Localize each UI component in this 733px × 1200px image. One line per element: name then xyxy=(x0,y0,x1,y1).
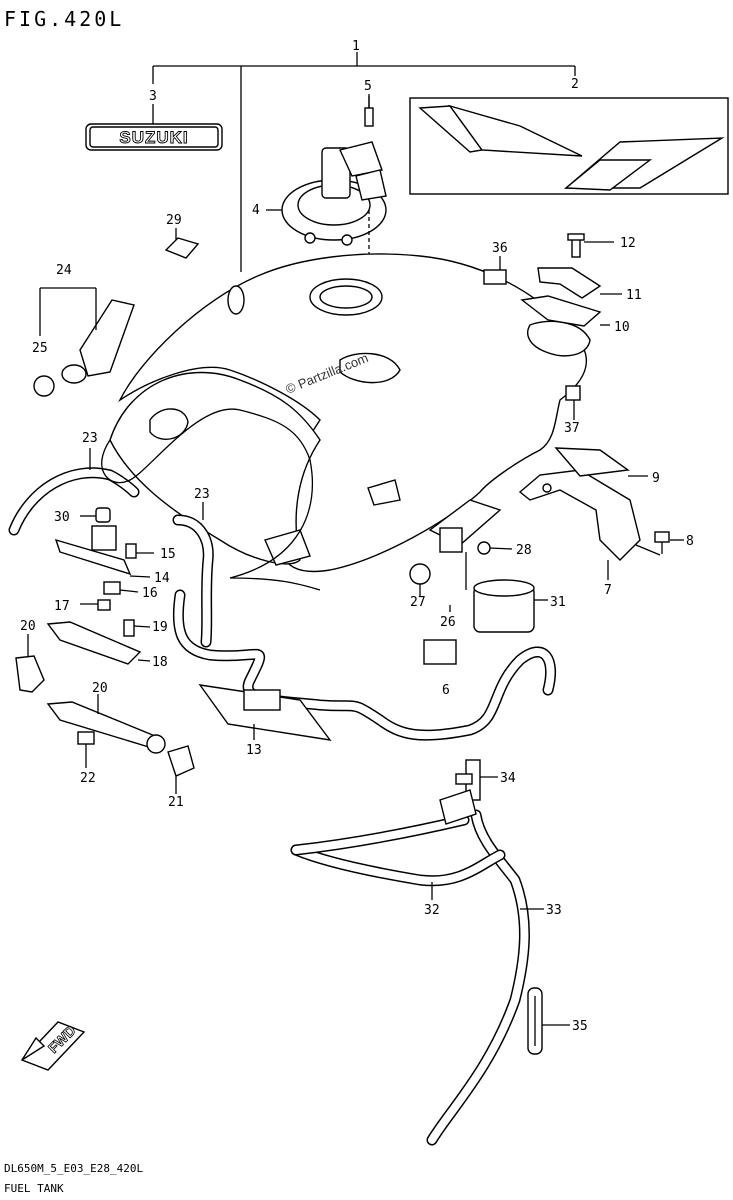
callout-33: 33 xyxy=(546,903,562,918)
callout-34: 34 xyxy=(500,771,516,786)
callout-5: 5 xyxy=(364,79,372,94)
callout-25: 25 xyxy=(32,341,48,356)
callout-2: 2 xyxy=(571,77,579,92)
callout-15: 15 xyxy=(160,547,176,562)
bracket-10-11-12 xyxy=(520,233,602,327)
hose-joint-34 xyxy=(439,759,481,825)
callout-3: 3 xyxy=(149,89,157,104)
leader-lines xyxy=(27,94,684,1026)
fuel-cap-assembly xyxy=(266,141,387,296)
callout-21: 21 xyxy=(168,795,184,810)
callout-20-lower: 20 xyxy=(92,681,108,696)
callout-6: 6 xyxy=(442,683,450,698)
drain-hose-13 xyxy=(172,589,557,741)
callout-20-upper: 20 xyxy=(20,619,36,634)
callout-10: 10 xyxy=(614,320,630,335)
fuel-tank-body: © Partzilla.com xyxy=(109,253,591,573)
tank-overflow-line xyxy=(101,408,321,591)
callout-36: 36 xyxy=(492,241,508,256)
callout-22: 22 xyxy=(80,771,96,786)
figure-caption: FUEL TANK xyxy=(4,1182,64,1195)
callout-8: 8 xyxy=(686,534,694,549)
callout-23-left: 23 xyxy=(82,431,98,446)
callout-35: 35 xyxy=(572,1019,588,1034)
callout-31: 31 xyxy=(550,595,566,610)
item-1-bracket xyxy=(152,52,576,272)
callout-16: 16 xyxy=(142,586,158,601)
callout-29: 29 xyxy=(166,213,182,228)
callout-32: 32 xyxy=(424,903,440,918)
cap-24-25 xyxy=(33,287,135,397)
callout-14: 14 xyxy=(154,571,170,586)
callout-12: 12 xyxy=(620,236,636,251)
callout-labels: 1 2 3 4 5 6 7 8 9 10 11 12 13 14 15 16 1… xyxy=(20,39,694,1034)
callout-26: 26 xyxy=(440,615,456,630)
callout-1: 1 xyxy=(352,39,360,54)
figure-code: DL650M_5_E03_E28_420L xyxy=(4,1162,143,1175)
callout-30: 30 xyxy=(54,510,70,525)
emblem-text: SUZUKI xyxy=(119,128,188,147)
callout-4: 4 xyxy=(252,203,260,218)
callout-37: 37 xyxy=(564,421,580,436)
callout-19: 19 xyxy=(152,620,168,635)
hose-32 xyxy=(290,814,506,887)
fwd-arrow-icon: FWD xyxy=(20,1021,86,1071)
callout-13: 13 xyxy=(246,743,262,758)
plate-29 xyxy=(164,237,200,259)
callout-28: 28 xyxy=(516,543,532,558)
small-parts-left xyxy=(15,507,195,777)
suzuki-emblem: SUZUKI xyxy=(85,123,223,151)
callout-11: 11 xyxy=(626,288,642,303)
decal-set-box xyxy=(409,97,729,195)
callout-24: 24 xyxy=(56,263,72,278)
callout-9: 9 xyxy=(652,471,660,486)
hose-23-left xyxy=(8,467,140,536)
bolt-8 xyxy=(654,531,670,554)
rear-bracket-7 xyxy=(518,447,661,561)
hose-23-middle xyxy=(172,514,214,648)
callout-23-middle: 23 xyxy=(194,487,210,502)
parts-26-27-28-31-6 xyxy=(409,499,535,665)
figure-title: FIG.420L xyxy=(4,7,124,31)
callout-7: 7 xyxy=(604,583,612,598)
callout-27: 27 xyxy=(410,595,426,610)
callout-18: 18 xyxy=(152,655,168,670)
rubber-37 xyxy=(565,385,581,401)
rubber-36 xyxy=(483,269,507,285)
callout-17: 17 xyxy=(54,599,70,614)
clamp-35 xyxy=(527,987,543,1055)
